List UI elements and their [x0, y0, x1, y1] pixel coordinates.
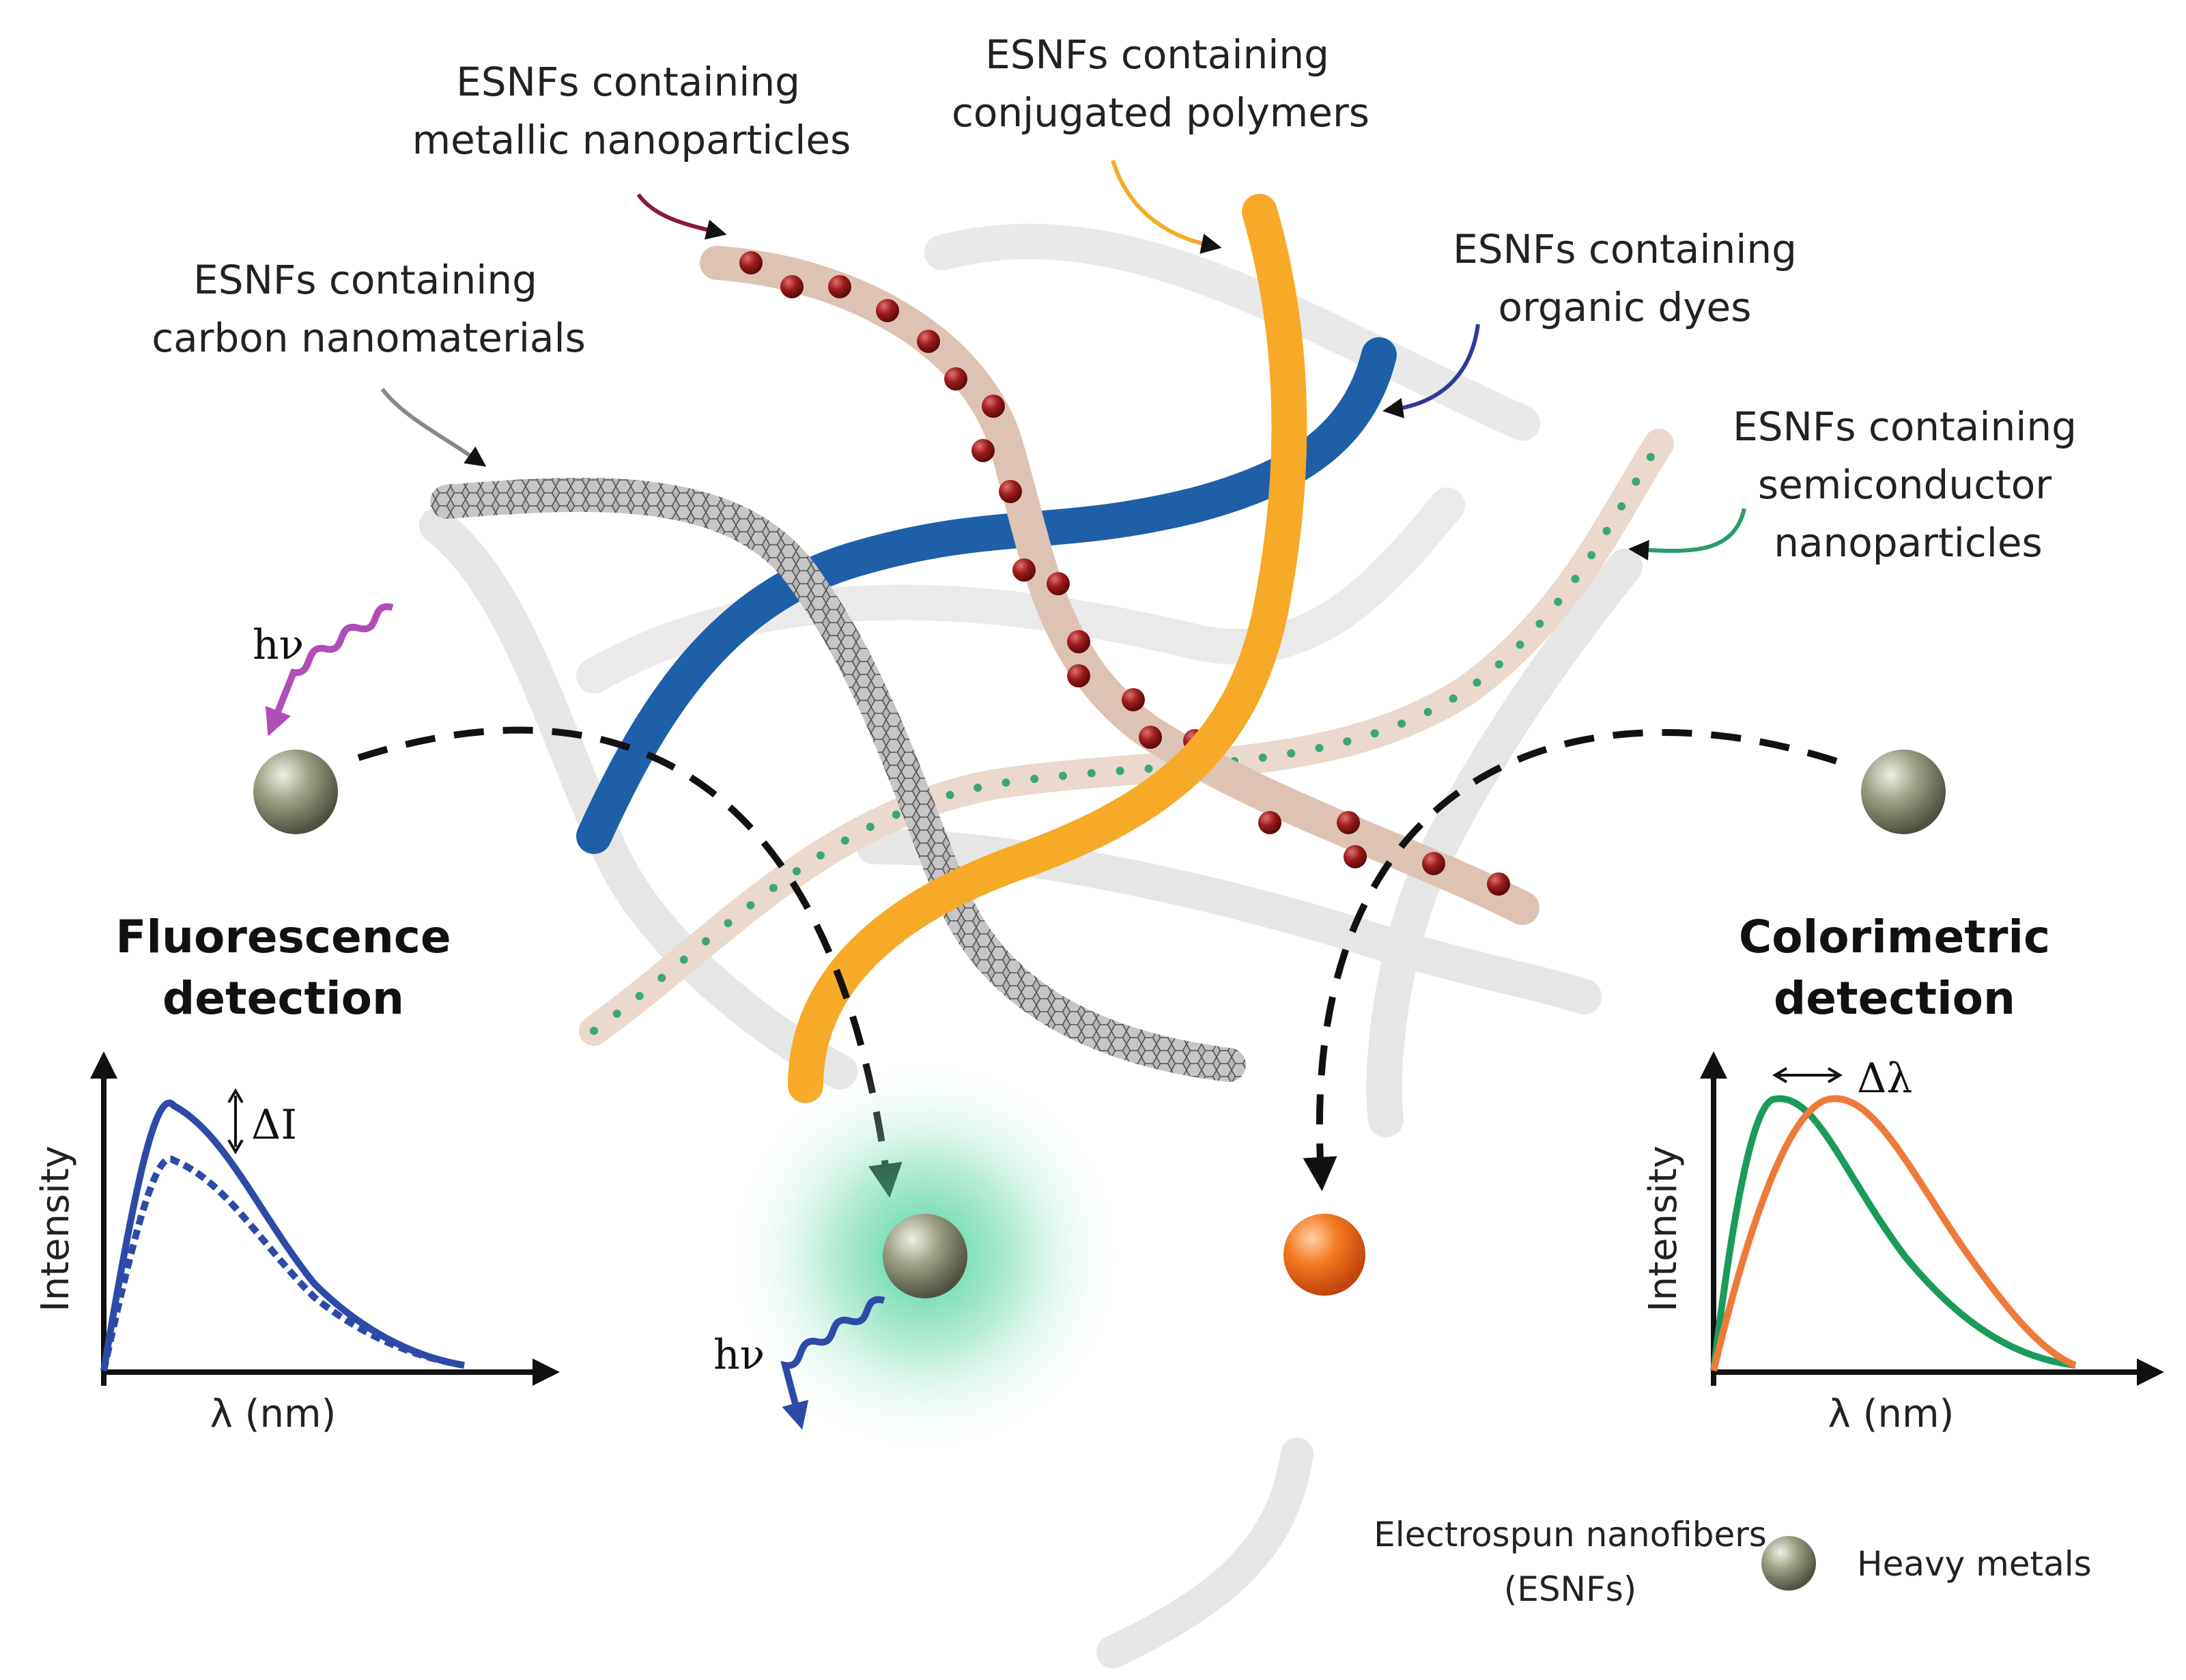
conjugated-arrow — [1111, 160, 1222, 254]
colorimetric-title: Colorimetric — [1739, 911, 2050, 963]
fluorescence-title-line2: detection — [162, 972, 404, 1025]
metallic-fiber — [700, 246, 1539, 925]
emission-hv-label: hν — [713, 1331, 765, 1379]
metallic-nanoparticles — [739, 251, 1510, 896]
colorimetric-xlabel: λ (nm) — [1828, 1392, 1955, 1436]
conjugated-polymer-fiber — [788, 194, 1307, 1103]
heavy-metal-ball-left — [253, 750, 338, 834]
label-semiconductor: ESNFs containing semiconductor nanoparti… — [1628, 403, 2077, 566]
svg-text:ESNFs containing: ESNFs containing — [1733, 403, 2077, 450]
svg-text:ESNFs containing: ESNFs containing — [1453, 226, 1797, 272]
excitation-photon-icon — [265, 603, 394, 737]
label-conjugated: ESNFs containing conjugated polymers — [952, 31, 1369, 254]
label-carbon: ESNFs containing carbon nanomaterials — [152, 257, 586, 467]
metallic-arrow — [636, 193, 727, 240]
delta-lambda-label: Δλ — [1857, 1055, 1912, 1102]
colorimetric-metal-ball — [1283, 1214, 1365, 1296]
svg-text:ESNFs containing: ESNFs containing — [456, 59, 800, 105]
fluorescence-ylabel: Intensity — [33, 1145, 78, 1312]
legend: Electrospun nanofibers (ESNFs) Heavy met… — [1096, 1438, 2092, 1668]
dashed-arrow-colorimetric — [1303, 729, 1838, 1191]
gray-fiber — [924, 223, 1540, 441]
svg-text:ESNFs containing: ESNFs containing — [193, 257, 537, 303]
colorimetric-chart: Δλ Intensity λ (nm) — [1641, 1051, 2164, 1436]
legend-metal-label: Heavy metals — [1857, 1544, 2092, 1584]
legend-fiber-label-line2: (ESNFs) — [1504, 1569, 1637, 1609]
svg-text:carbon nanomaterials: carbon nanomaterials — [152, 315, 586, 361]
fluorescence-chart: ΔI Intensity λ (nm) — [33, 1051, 560, 1436]
dashed-arrow-fluorescence — [357, 726, 903, 1198]
legend-fiber-label: Electrospun nanofibers — [1374, 1515, 1767, 1554]
svg-text:conjugated polymers: conjugated polymers — [952, 89, 1369, 136]
label-organic: ESNFs containing organic dyes — [1382, 226, 1797, 418]
legend-metal-swatch — [1761, 1536, 1816, 1591]
svg-text:nanoparticles: nanoparticles — [1774, 519, 2043, 566]
fluorescence-xlabel: λ (nm) — [210, 1392, 337, 1436]
organic-arrow — [1382, 324, 1480, 418]
svg-text:semiconductor: semiconductor — [1758, 461, 2052, 508]
colorimetric-curve-orange — [1710, 1095, 2077, 1372]
gray-fiber — [419, 508, 857, 1090]
fluorescence-curve-solid — [100, 1099, 465, 1371]
semiconductor-arrow — [1628, 508, 1746, 560]
svg-text:metallic nanoparticles: metallic nanoparticles — [412, 117, 851, 163]
colorimetric-title-line2: detection — [1774, 972, 2015, 1025]
emission-photon-icon — [780, 1296, 885, 1430]
fluorescence-title: Fluorescence — [115, 911, 451, 963]
delta-i-label: ΔI — [251, 1101, 297, 1149]
label-metallic: ESNFs containing metallic nanoparticles — [412, 59, 851, 240]
fluorescence-curve-dotted — [100, 1155, 465, 1372]
svg-text:organic dyes: organic dyes — [1499, 284, 1752, 330]
colorimetric-curve-green — [1710, 1095, 2076, 1371]
colorimetric-ylabel: Intensity — [1641, 1145, 1686, 1312]
legend-fiber-swatch — [1096, 1438, 1314, 1668]
carbon-arrow — [380, 388, 487, 467]
heavy-metal-ball-right — [1861, 750, 1946, 834]
svg-text:ESNFs containing: ESNFs containing — [985, 31, 1329, 78]
fluorescence-hv-label: hν — [253, 621, 304, 669]
heavy-metal-ball-center — [883, 1214, 967, 1298]
carbon-fiber — [430, 477, 1246, 1082]
